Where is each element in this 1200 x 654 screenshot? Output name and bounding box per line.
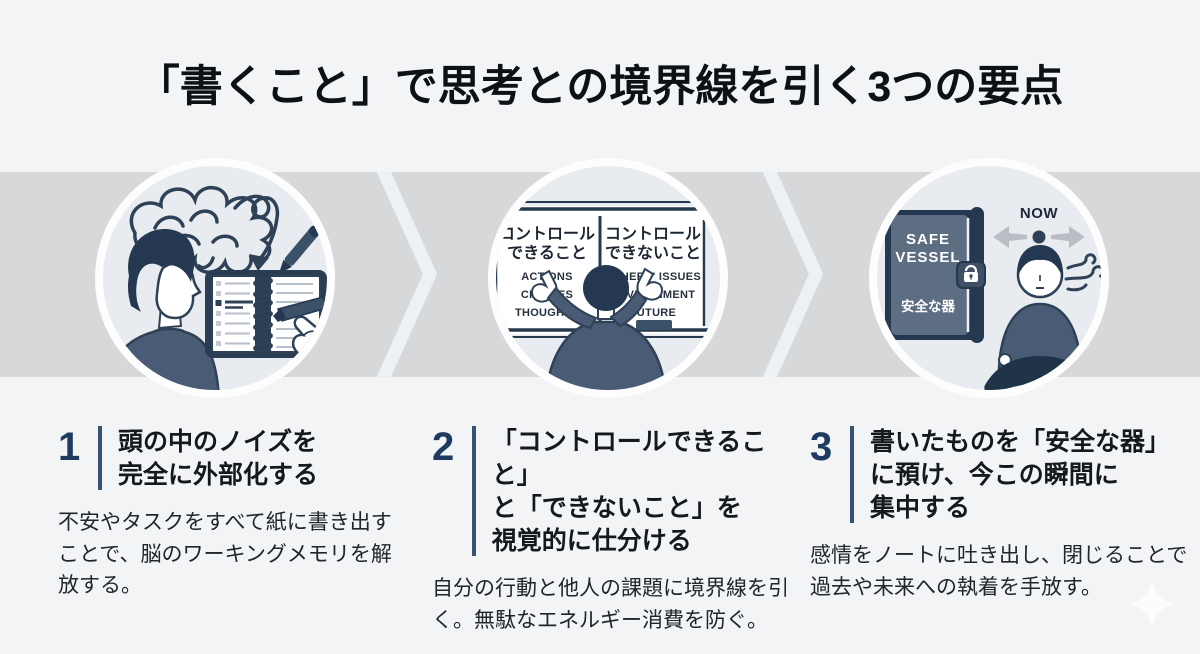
checklist-rows — [215, 281, 253, 346]
board-right-title-line1: コントロール — [605, 226, 701, 243]
meditating-person — [984, 245, 1101, 390]
book-title-line1: SAFE — [906, 231, 950, 248]
step-heading: 「コントロールできること」 と「できないこと」を 視覚的に仕分ける — [492, 424, 794, 558]
step-number-divider — [850, 426, 854, 523]
chevron-right-icon — [762, 172, 824, 377]
open-notebook — [205, 270, 327, 362]
sparkle-icon — [1128, 578, 1176, 630]
board-left-title-line2: できること — [507, 244, 587, 262]
step3-illustration-circle: SAFE VESSEL 安全な器 NOW — [869, 158, 1109, 398]
step-number: 3 — [810, 425, 833, 469]
step-heading-line: と「できないこと」を — [491, 494, 742, 522]
step1-illustration-circle — [95, 158, 335, 398]
step-body: 自分の行動と他人の課題に境界線を引く。無駄なエネルギー消費を防ぐ。 — [432, 577, 789, 632]
step-number-divider — [472, 426, 476, 556]
board-right-item: OTHERS' ISSUES — [605, 271, 701, 283]
step-item-2: 2 「コントロールできること」 と「できないこと」を 視覚的に仕分ける 自分の行… — [432, 424, 794, 636]
locked-notebook: SAFE VESSEL 安全な器 — [885, 207, 986, 343]
step-heading-line: 書いたものを「安全な器」 — [870, 428, 1171, 456]
step-heading-line: 「コントロールできること」 — [491, 428, 767, 489]
writing-hand — [273, 296, 327, 362]
step-heading-line: 集中する — [870, 494, 971, 522]
now-focus-group: NOW — [993, 205, 1085, 259]
left-arrow-icon — [993, 226, 1027, 248]
now-label: NOW — [1020, 205, 1059, 222]
step-heading-line: 完全に外部化する — [118, 461, 319, 489]
lock-icon — [956, 261, 986, 289]
breath-lines-icon — [1064, 253, 1101, 292]
presenter-person — [530, 265, 667, 390]
step-heading: 頭の中のノイズを 完全に外部化する — [118, 424, 318, 492]
step-number: 2 — [432, 425, 455, 469]
step-item-3: 3 書いたものを「安全な器」 に預け、今この瞬間に 集中する 感情をノートに吐き… — [810, 424, 1188, 603]
board-left-title-line1: コントロール — [499, 226, 595, 243]
now-dot — [1032, 230, 1046, 244]
chevron-right-icon — [376, 172, 438, 377]
board-right-item: FUTURE — [630, 307, 676, 319]
step2-illustration-circle: コントロール できること コントロール できないこと ACTIONS CHOIC… — [488, 158, 728, 398]
pen-icon — [278, 225, 321, 274]
right-arrow-icon — [1051, 226, 1085, 248]
step-body: 不安やタスクをすべて紙に書き出すことで、脳のワーキングメモリを解放する。 — [58, 511, 392, 597]
step-heading-line: に預け、今この瞬間に — [870, 461, 1119, 489]
step-body: 感情をノートに吐き出し、閉じることで過去や未来への執着を手放す。 — [810, 544, 1188, 599]
step-heading-line: 視覚的に仕分ける — [491, 527, 692, 555]
page-title: 「書くこと」で思考との境界線を引く3つの要点 — [136, 63, 1064, 111]
step-item-1: 1 頭の中のノイズを 完全に外部化する 不安やタスクをすべて紙に書き出すことで、… — [58, 424, 406, 602]
step-number: 1 — [58, 425, 81, 469]
book-title-line2: VESSEL — [895, 249, 960, 266]
step-heading: 書いたものを「安全な器」 に預け、今この瞬間に 集中する — [870, 424, 1170, 525]
writer-person — [104, 229, 220, 390]
book-subtitle: 安全な器 — [901, 298, 955, 314]
step-number-divider — [98, 426, 102, 490]
eraser — [636, 320, 672, 330]
curved-arrow-icon — [233, 194, 280, 271]
step-heading-line: 頭の中のノイズを — [118, 428, 318, 456]
board-right-title-line2: できないこと — [605, 244, 701, 262]
